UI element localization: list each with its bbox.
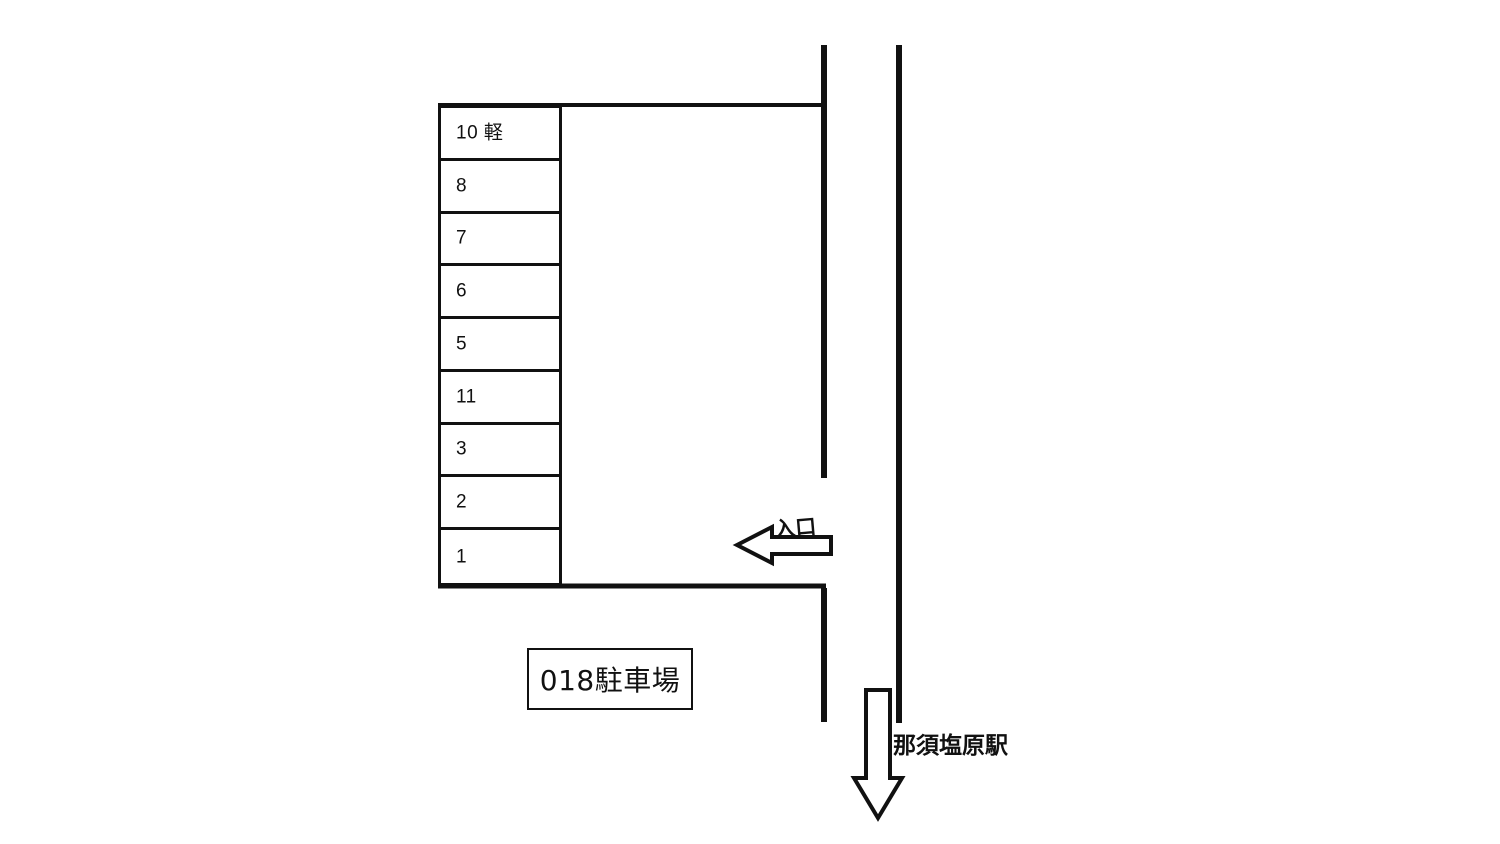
- parking-stall-grid: 10 軽 8 7 6 5 11 3 2 1: [438, 105, 562, 586]
- lot-name-plate: 018駐車場: [527, 648, 693, 710]
- parking-stall-label: 11: [456, 386, 477, 408]
- parking-stall-label: 7: [456, 227, 468, 249]
- station-label: 那須塩原駅: [893, 733, 1008, 759]
- parking-stall[interactable]: 10 軽: [441, 108, 559, 161]
- station-direction-arrow-icon: [850, 688, 906, 822]
- parking-stall[interactable]: 11: [441, 371, 559, 425]
- parking-stall[interactable]: 6: [441, 266, 559, 320]
- parking-stall[interactable]: 2: [441, 477, 559, 531]
- parking-stall-label: 1: [456, 546, 468, 568]
- parking-stall-label: 8: [456, 175, 468, 197]
- parking-stall[interactable]: 1: [441, 530, 559, 583]
- parking-stall-label: 3: [456, 438, 468, 460]
- entrance-label: 入口: [773, 514, 818, 542]
- parking-stall-label: 2: [456, 491, 468, 513]
- parking-stall[interactable]: 7: [441, 213, 559, 267]
- entrance-arrow-icon: [732, 523, 833, 567]
- parking-stall[interactable]: 3: [441, 424, 559, 478]
- parking-stall-label: 5: [456, 333, 468, 355]
- parking-stall-label: 10 軽: [456, 122, 504, 144]
- parking-stall-label: 6: [456, 280, 468, 302]
- parking-stall[interactable]: 5: [441, 319, 559, 372]
- lot-name-text: 018駐車場: [539, 664, 681, 697]
- parking-stall[interactable]: 8: [441, 160, 559, 214]
